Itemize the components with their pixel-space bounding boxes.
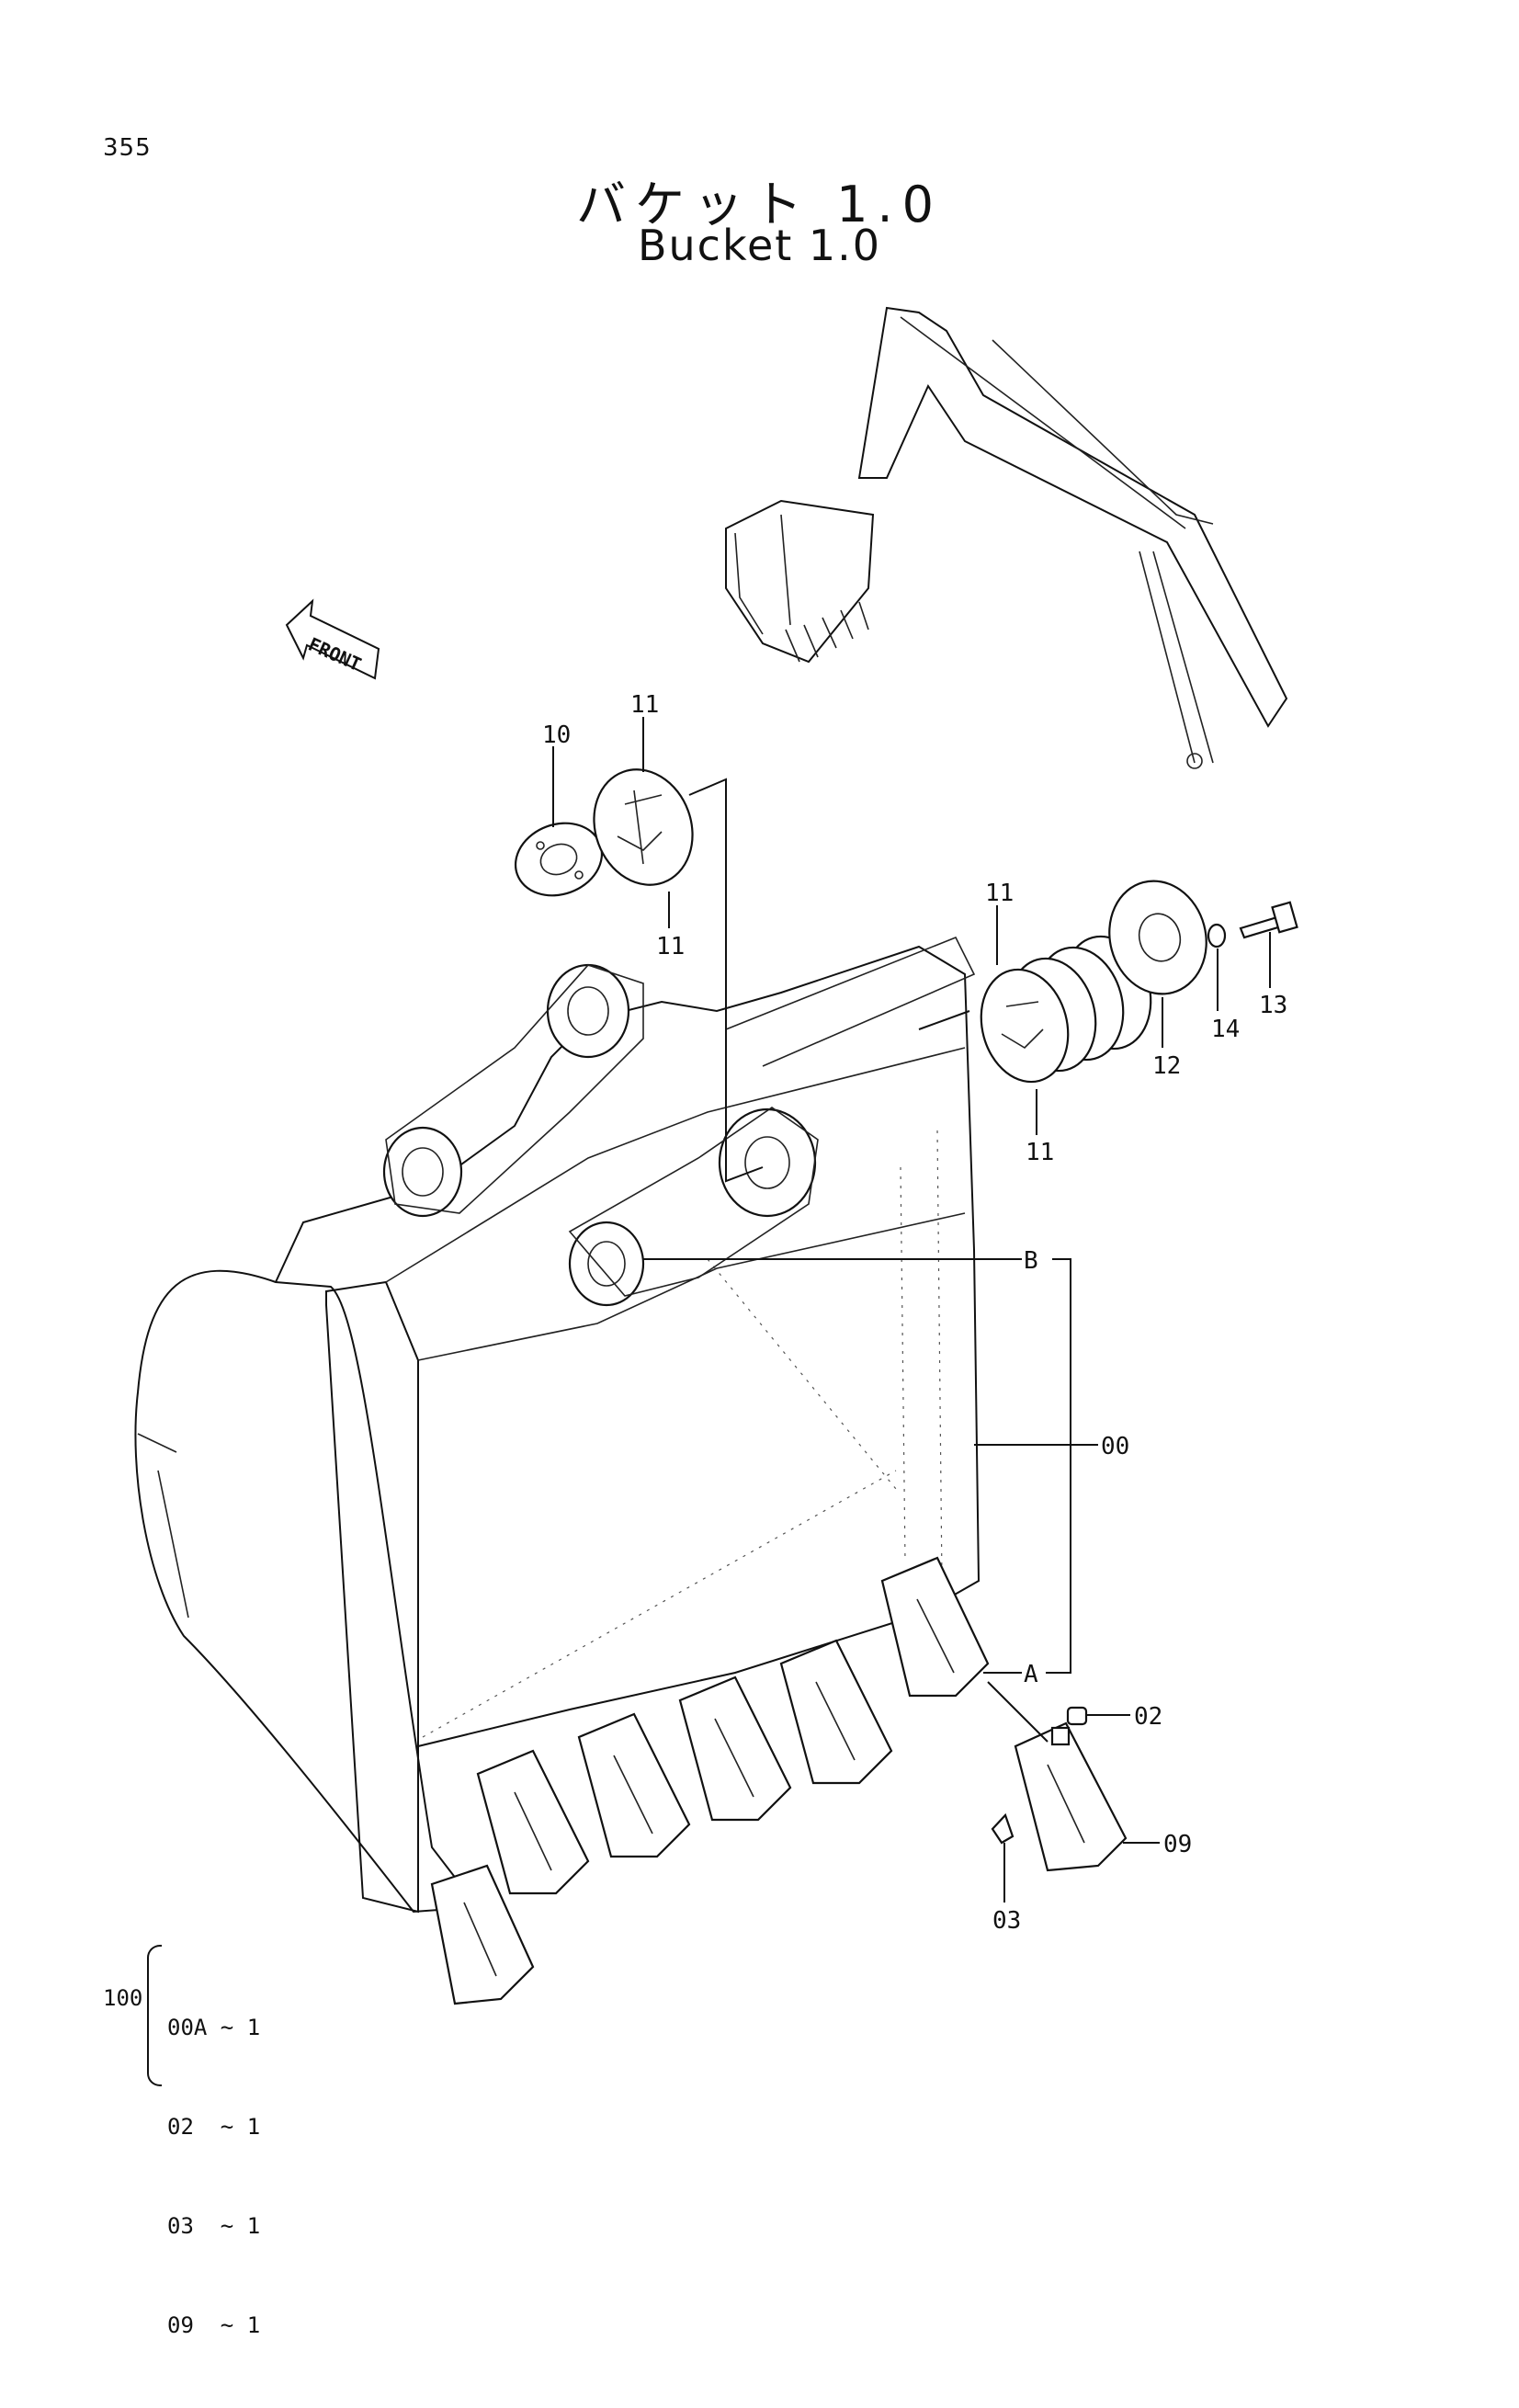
- kit-row: 09 ~ 1: [167, 2312, 261, 2338]
- kit-item-code: 09: [167, 2312, 194, 2338]
- kit-row: 03 ~ 1: [167, 2213, 261, 2239]
- callout-B: B: [1024, 1247, 1038, 1275]
- bucket-teeth: [430, 1556, 990, 2005]
- callout-13: 13: [1259, 992, 1287, 1019]
- callout-00: 00: [1101, 1433, 1129, 1460]
- kit-brace: [147, 1945, 162, 2086]
- leader-lines: [552, 717, 1271, 1903]
- part-09-tooth-point: [1014, 1721, 1128, 1872]
- part-13-bolt: [1239, 901, 1298, 939]
- part-02-pin: [1066, 1706, 1088, 1726]
- front-arrow-label: FRONT: [305, 633, 365, 676]
- callout-11-mid: 11: [656, 933, 685, 960]
- callout-11-top: 11: [630, 691, 659, 719]
- part-03-lock: [991, 1812, 1015, 1845]
- page-title-en: Bucket 1.0: [637, 221, 882, 270]
- callout-14: 14: [1211, 1016, 1240, 1043]
- kit-row: 00A ~ 1: [167, 2015, 261, 2040]
- kit-item-qty: 1: [246, 2213, 261, 2239]
- kit-item-code: 00A: [167, 2015, 208, 2040]
- kit-row: 02 ~ 1: [167, 2114, 261, 2140]
- front-arrow: FRONT: [285, 598, 380, 680]
- callout-12: 12: [1152, 1052, 1181, 1080]
- callout-A: A: [1024, 1661, 1038, 1688]
- part-14-washer: [1207, 923, 1227, 948]
- callout-11-right-bottom: 11: [1026, 1139, 1054, 1166]
- kit-number: 100: [103, 1985, 143, 2011]
- callout-09: 09: [1163, 1831, 1192, 1858]
- page-title-jp: バケット 1.0: [575, 176, 944, 233]
- page-number: 355: [103, 134, 152, 162]
- callout-02: 02: [1134, 1703, 1162, 1731]
- kit-item-code: 03: [167, 2213, 194, 2239]
- part-11-shim-left: [593, 768, 694, 886]
- kit-item-qty: 1: [246, 2015, 261, 2040]
- excavator-arm-overview: [725, 306, 1288, 769]
- callout-03: 03: [992, 1907, 1021, 1935]
- kit-item-qty: 1: [246, 2312, 261, 2338]
- kit-item-qty: 1: [246, 2114, 261, 2140]
- part-12-plate-right: [1108, 880, 1207, 995]
- callout-11-right-top: 11: [985, 880, 1014, 907]
- bucket-body: [134, 936, 981, 1914]
- callout-10: 10: [542, 721, 571, 749]
- kit-rows: 00A ~ 1 02 ~ 1 03 ~ 1 09 ~ 1: [167, 1945, 260, 2408]
- exploded-parts-diagram: FRONT: [134, 306, 1298, 2005]
- callout-labels: 10 11 11 11 11 12 14 13 B 00 A 02 09 03: [542, 691, 1287, 1935]
- kit-item-code: 02: [167, 2114, 194, 2140]
